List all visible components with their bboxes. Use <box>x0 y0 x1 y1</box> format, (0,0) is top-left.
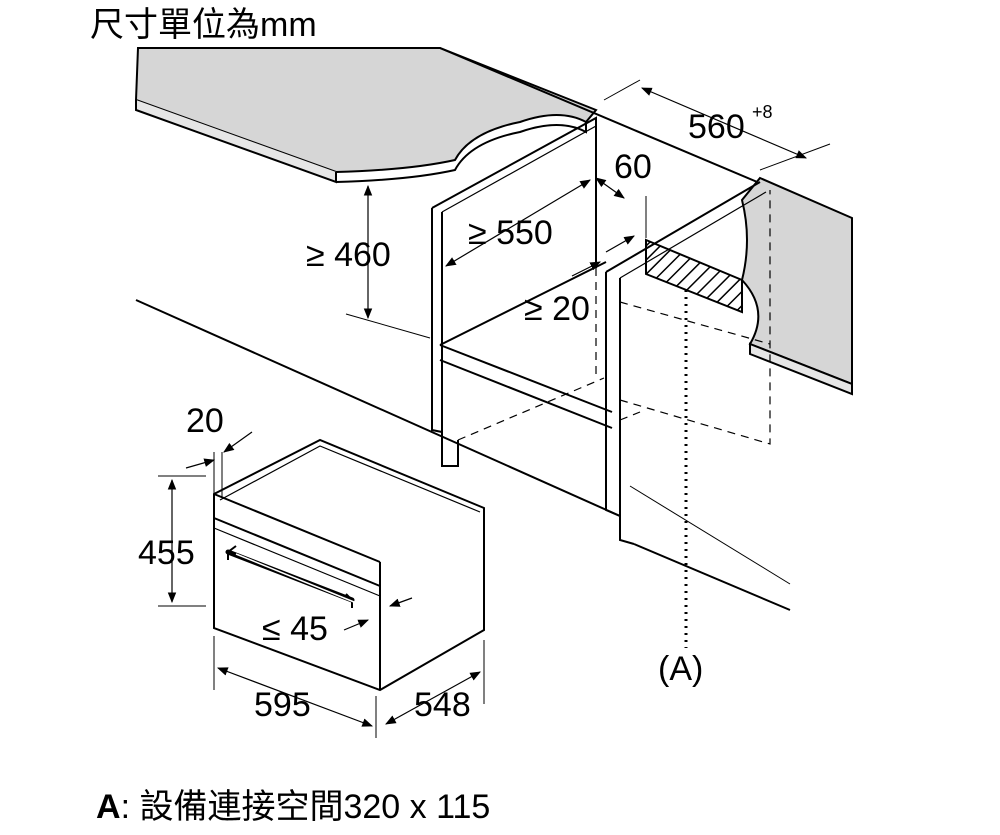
dim-oven-height: 455 <box>138 534 195 572</box>
units-title: 尺寸單位為mm <box>90 6 317 44</box>
right-worktop <box>740 176 853 396</box>
dim-min-height: ≥ 460 <box>306 236 391 274</box>
left-worktop <box>134 47 853 223</box>
dim-niche-width-tolerance: +8 <box>752 102 773 122</box>
cabinet-niche <box>135 116 791 611</box>
dim-panel-thickness: 20 <box>186 402 224 440</box>
footnote-text: : 設備連接空間320 x 115 <box>121 788 491 826</box>
dim-niche-width: 560 <box>688 108 745 146</box>
oven-appliance <box>213 438 485 692</box>
dim-min-depth: ≥ 550 <box>468 214 553 252</box>
dim-oven-depth: 548 <box>414 686 471 724</box>
dim-oven-width: 595 <box>254 686 311 724</box>
footnote-key: A <box>96 788 121 826</box>
dim-gap-60: 60 <box>614 148 652 186</box>
dim-door-overhang: ≤ 45 <box>262 610 328 648</box>
footnote: A: 設備連接空間320 x 115 <box>96 788 490 826</box>
dimension-lines <box>158 79 831 738</box>
dim-min-gap: ≥ 20 <box>524 290 590 328</box>
callout-label-a: (A) <box>658 650 703 688</box>
